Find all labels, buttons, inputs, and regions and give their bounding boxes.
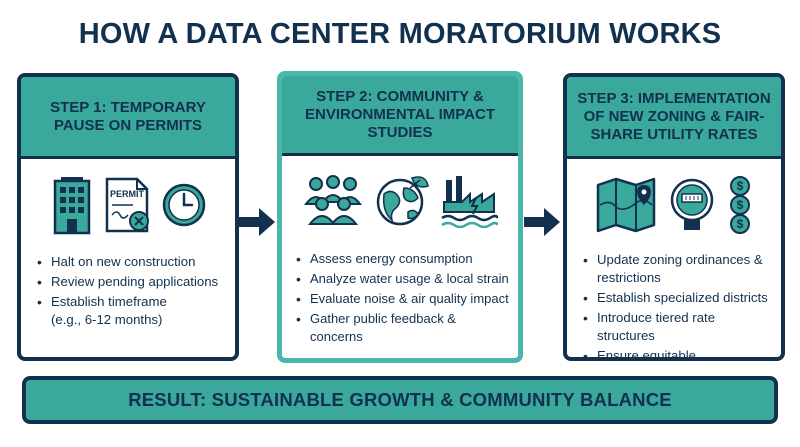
right-arrow-icon bbox=[524, 208, 560, 236]
utility-meter-icon bbox=[670, 178, 714, 230]
step-2-bullets: Assess energy consumption Analyze water … bbox=[296, 250, 510, 348]
list-item: Evaluate noise & air quality impact bbox=[296, 290, 510, 308]
list-item: Halt on new construction bbox=[37, 253, 227, 271]
step-2-card: STEP 2: COMMUNITY & ENVIRONMENTAL IMPACT… bbox=[277, 71, 523, 363]
result-banner: RESULT: SUSTAINABLE GROWTH & COMMUNITY B… bbox=[22, 376, 778, 424]
step-3-heading: STEP 3: IMPLEMENTATION OF NEW ZONING & F… bbox=[567, 77, 781, 159]
step-2-icons bbox=[282, 168, 518, 232]
community-people-icon bbox=[304, 175, 362, 225]
svg-text:$: $ bbox=[737, 198, 744, 212]
permit-label: PERMIT bbox=[110, 189, 145, 199]
list-item: Establish timeframe bbox=[37, 293, 227, 311]
svg-text:$: $ bbox=[737, 217, 744, 231]
step-3-card: STEP 3: IMPLEMENTATION OF NEW ZONING & F… bbox=[563, 73, 785, 361]
earth-leaf-icon bbox=[376, 176, 429, 226]
list-item: Review pending applications bbox=[37, 273, 227, 291]
zoning-map-icon bbox=[596, 177, 656, 233]
list-item: Gather public feedback & concerns bbox=[296, 310, 510, 346]
right-arrow-icon bbox=[239, 208, 275, 236]
list-item: Establish specialized districts bbox=[583, 289, 773, 307]
dollar-coins-icon: $ $ $ bbox=[730, 176, 750, 234]
list-item: Analyze water usage & local strain bbox=[296, 270, 510, 288]
step-1-bullets: Halt on new construction Review pending … bbox=[37, 253, 227, 331]
step-1-card: STEP 1: TEMPORARY PAUSE ON PERMITS PERMI… bbox=[17, 73, 239, 361]
clock-icon bbox=[162, 183, 206, 227]
list-item: Assess energy consumption bbox=[296, 250, 510, 268]
step-1-heading: STEP 1: TEMPORARY PAUSE ON PERMITS bbox=[21, 77, 235, 159]
step-3-bullets: Update zoning ordinances & restrictions … bbox=[583, 251, 773, 357]
permit-document-icon: PERMIT bbox=[105, 177, 149, 233]
office-building-icon bbox=[53, 177, 91, 235]
power-plant-water-icon bbox=[441, 176, 498, 228]
list-item: Update zoning ordinances & restrictions bbox=[583, 251, 773, 287]
step-2-heading: STEP 2: COMMUNITY & ENVIRONMENTAL IMPACT… bbox=[282, 76, 518, 156]
step-1-icons: PERMIT bbox=[21, 173, 235, 237]
svg-text:$: $ bbox=[737, 179, 744, 193]
page-title: HOW A DATA CENTER MORATORIUM WORKS bbox=[78, 18, 722, 50]
list-item: Introduce tiered rate structures bbox=[583, 309, 773, 345]
list-item: (e.g., 6-12 months) bbox=[51, 312, 163, 327]
step-3-icons: $ $ $ bbox=[567, 173, 781, 237]
list-item: Ensure equitable infrastructure costs bbox=[583, 347, 773, 357]
